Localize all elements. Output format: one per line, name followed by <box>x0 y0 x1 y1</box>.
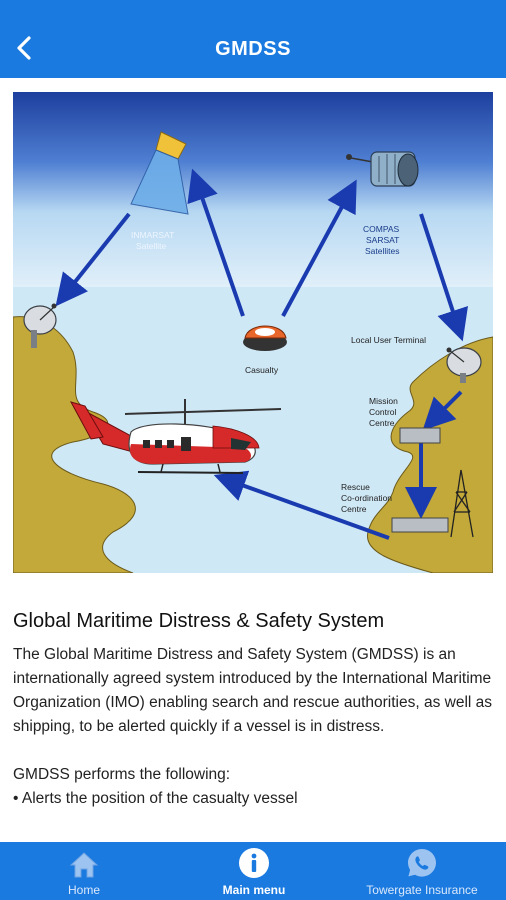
app-header: GMDSS <box>0 0 506 78</box>
mission-control-building-icon <box>399 427 441 444</box>
home-icon <box>69 852 99 878</box>
mission-control-label-1: Mission <box>369 396 398 406</box>
back-button[interactable] <box>4 28 44 68</box>
tab-main-menu-label: Main menu <box>222 883 286 897</box>
rescue-helicopter-icon <box>69 399 282 474</box>
cospas-label-3: Satellites <box>365 246 400 256</box>
inmarsat-satellite-icon <box>130 131 189 215</box>
mission-control-label-3: Centre <box>369 418 395 428</box>
rescue-label-2: Co-ordination <box>341 493 392 503</box>
local-user-terminal-label: Local User Terminal <box>351 335 426 345</box>
cospas-label-1: COMPAS <box>363 224 400 234</box>
info-icon <box>239 848 269 878</box>
cospas-satellite-icon <box>346 151 419 187</box>
rescue-label-3: Centre <box>341 504 367 514</box>
signal-arrows <box>55 168 468 540</box>
page-title: GMDSS <box>215 38 291 60</box>
whatsapp-phone-icon <box>408 849 436 877</box>
tab-towergate-insurance-label: Towergate Insurance <box>366 883 478 897</box>
rescue-centre-building-icon <box>391 517 449 533</box>
inmarsat-label: INMARSAT <box>131 230 174 240</box>
tab-towergate-insurance[interactable]: Towergate Insurance <box>352 842 492 900</box>
content-section: Global Maritime Distress & Safety System… <box>13 610 495 811</box>
tab-main-menu[interactable]: Main menu <box>204 842 304 900</box>
list-heading: GMDSS performs the following: <box>13 766 231 783</box>
tab-home-label: Home <box>67 883 100 897</box>
local-user-terminal-dish-icon <box>446 347 482 383</box>
intro-paragraph: The Global Maritime Distress and Safety … <box>13 646 493 735</box>
gmdss-diagram: INMARSAT Satellite COMPAS SARSAT Satelli… <box>13 92 493 573</box>
inmarsat-label-2: Satellite <box>136 241 167 251</box>
list-item: • Alerts the position of the casualty ve… <box>13 790 298 807</box>
liferaft-icon <box>243 325 287 351</box>
bottom-tab-bar: Home Main menu Towergate Insurance <box>0 842 506 900</box>
casualty-label: Casualty <box>245 365 279 375</box>
left-satellite-dish-icon <box>23 303 57 348</box>
section-heading: Global Maritime Distress & Safety System <box>13 610 385 632</box>
mission-control-label-2: Control <box>369 407 397 417</box>
radio-tower-icon <box>450 469 474 538</box>
rescue-label-1: Rescue <box>341 482 370 492</box>
tab-home[interactable]: Home <box>44 842 124 900</box>
chevron-left-icon <box>17 36 31 60</box>
cospas-label-2: SARSAT <box>366 235 399 245</box>
